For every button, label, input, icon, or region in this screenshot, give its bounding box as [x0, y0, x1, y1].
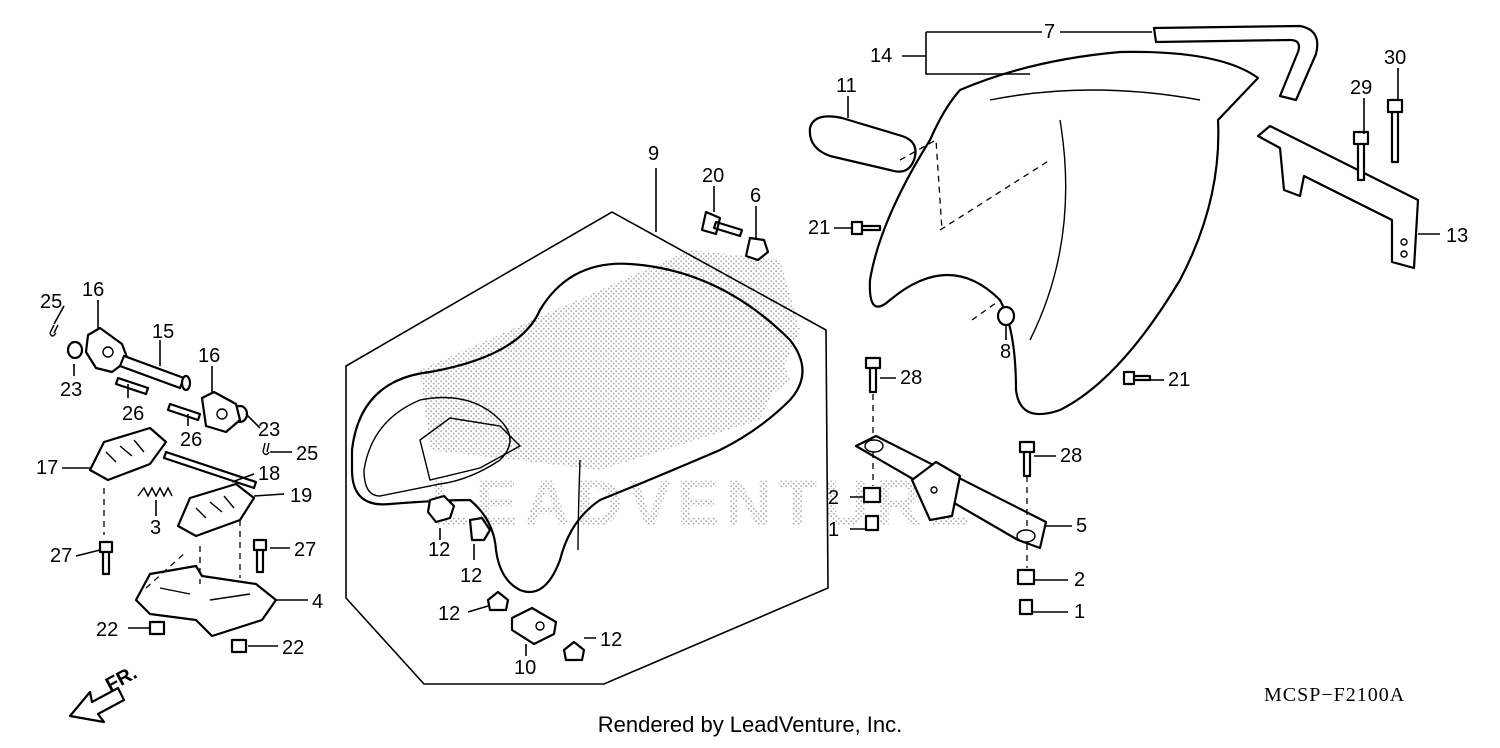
grab-strap-7	[1152, 24, 1319, 102]
callout-1-top: 1	[828, 519, 839, 541]
bolt-27-left	[98, 540, 114, 576]
callout-15: 15	[152, 321, 174, 343]
callout-7: 7	[1044, 21, 1055, 43]
bolt-21-right	[1122, 370, 1152, 386]
callout-16-left: 16	[82, 279, 104, 301]
callout-25-left: 25	[40, 291, 62, 313]
callout-27-left: 27	[50, 545, 72, 567]
callout-13: 13	[1446, 225, 1468, 247]
bracket-10	[510, 606, 558, 646]
callout-16-right: 16	[198, 345, 220, 367]
grommet-8	[996, 305, 1016, 327]
callout-11: 11	[836, 75, 857, 97]
callout-28-bottom: 28	[1060, 445, 1082, 467]
bracket-13	[1256, 124, 1420, 270]
callout-23-left: 23	[60, 379, 82, 401]
callout-25-right: 25	[296, 443, 318, 465]
rear-cowl-14	[868, 50, 1260, 416]
callout-2-bottom: 2	[1074, 569, 1085, 591]
callout-4-label: 4	[312, 591, 323, 613]
seat-rail-assembly	[854, 356, 1048, 616]
bolt-26-left	[114, 376, 150, 396]
callout-17: 17	[36, 457, 58, 479]
watermark-text: LEADVENTURE	[430, 467, 976, 539]
nut-22-right	[230, 638, 248, 654]
rear-cowl-assembly	[808, 24, 1420, 416]
clip-12-c	[486, 590, 510, 612]
bolt-30	[1386, 98, 1404, 164]
washer-23-left	[66, 340, 84, 360]
callout-22-right: 22	[282, 637, 304, 659]
callout-26-right: 26	[180, 429, 202, 451]
plate-17	[88, 426, 168, 482]
cotter-pin-25-right	[262, 442, 270, 456]
callout-12-b: 12	[460, 565, 482, 587]
callout-22-left: 22	[96, 619, 118, 641]
pillion-pad-11	[808, 115, 917, 173]
callout-29: 29	[1350, 77, 1372, 99]
callout-28-top: 28	[900, 367, 922, 389]
callout-20: 20	[702, 165, 724, 187]
rubber-2-top	[862, 486, 882, 504]
callout-30: 30	[1384, 47, 1406, 69]
callout-26-left: 26	[122, 403, 144, 425]
bolt-21-left	[850, 220, 882, 236]
bolt-26-right	[166, 402, 202, 422]
callout-2-top: 2	[828, 487, 839, 509]
callout-21-right: 21	[1168, 369, 1190, 391]
callout-19: 19	[290, 485, 312, 507]
plate-19	[176, 482, 256, 538]
arrow-icon	[68, 686, 126, 724]
hinge-assembly	[49, 324, 278, 654]
callout-8: 8	[1000, 341, 1011, 363]
callout-21-left: 21	[808, 217, 830, 239]
callout-9: 9	[648, 143, 659, 165]
callout-3: 3	[150, 517, 161, 539]
callout-6: 6	[750, 185, 761, 207]
callout-labels: 7 14 11 30 29 9 20 6 21 13 8 28 21 28 2 …	[36, 21, 1468, 679]
leader-lines	[53, 31, 1440, 656]
bolt-28-bottom	[1018, 440, 1036, 478]
direction-label: FR.	[102, 662, 141, 697]
nut-22-left	[148, 620, 166, 636]
collar-1-bottom	[1018, 598, 1034, 616]
shaft-15	[118, 354, 186, 390]
spring-3	[137, 486, 173, 498]
render-credit: Rendered by LeadVenture, Inc.	[597, 712, 903, 737]
bolt-27-right	[252, 538, 268, 574]
callout-18: 18	[258, 463, 280, 485]
callout-12-d: 12	[600, 629, 622, 651]
seat-9	[350, 262, 804, 593]
nut-6	[744, 236, 770, 262]
seat-assembly	[345, 210, 829, 685]
rod-18	[162, 450, 258, 490]
diagram-code: MCSP−F2100A	[1264, 684, 1406, 706]
clip-12-a	[426, 494, 456, 524]
clip-12-b	[468, 516, 492, 542]
bolt-28-top	[864, 356, 882, 394]
hinge-bracket-16-right	[200, 390, 242, 434]
callout-10: 10	[514, 657, 536, 679]
callout-27-right: 27	[294, 539, 316, 561]
callout-23-right: 23	[258, 419, 280, 441]
callout-1-bottom: 1	[1074, 601, 1085, 623]
collar-1-top	[864, 514, 880, 532]
callout-14: 14	[870, 45, 892, 67]
callout-5: 5	[1076, 515, 1087, 537]
bolt-20	[700, 210, 744, 238]
cotter-pin-25-left	[49, 324, 59, 337]
callout-12-a: 12	[428, 539, 450, 561]
rubber-2-bottom	[1016, 568, 1036, 586]
seat-boundary	[345, 211, 829, 685]
callout-12-c2: 12	[438, 603, 460, 625]
clip-12-d	[562, 640, 586, 662]
